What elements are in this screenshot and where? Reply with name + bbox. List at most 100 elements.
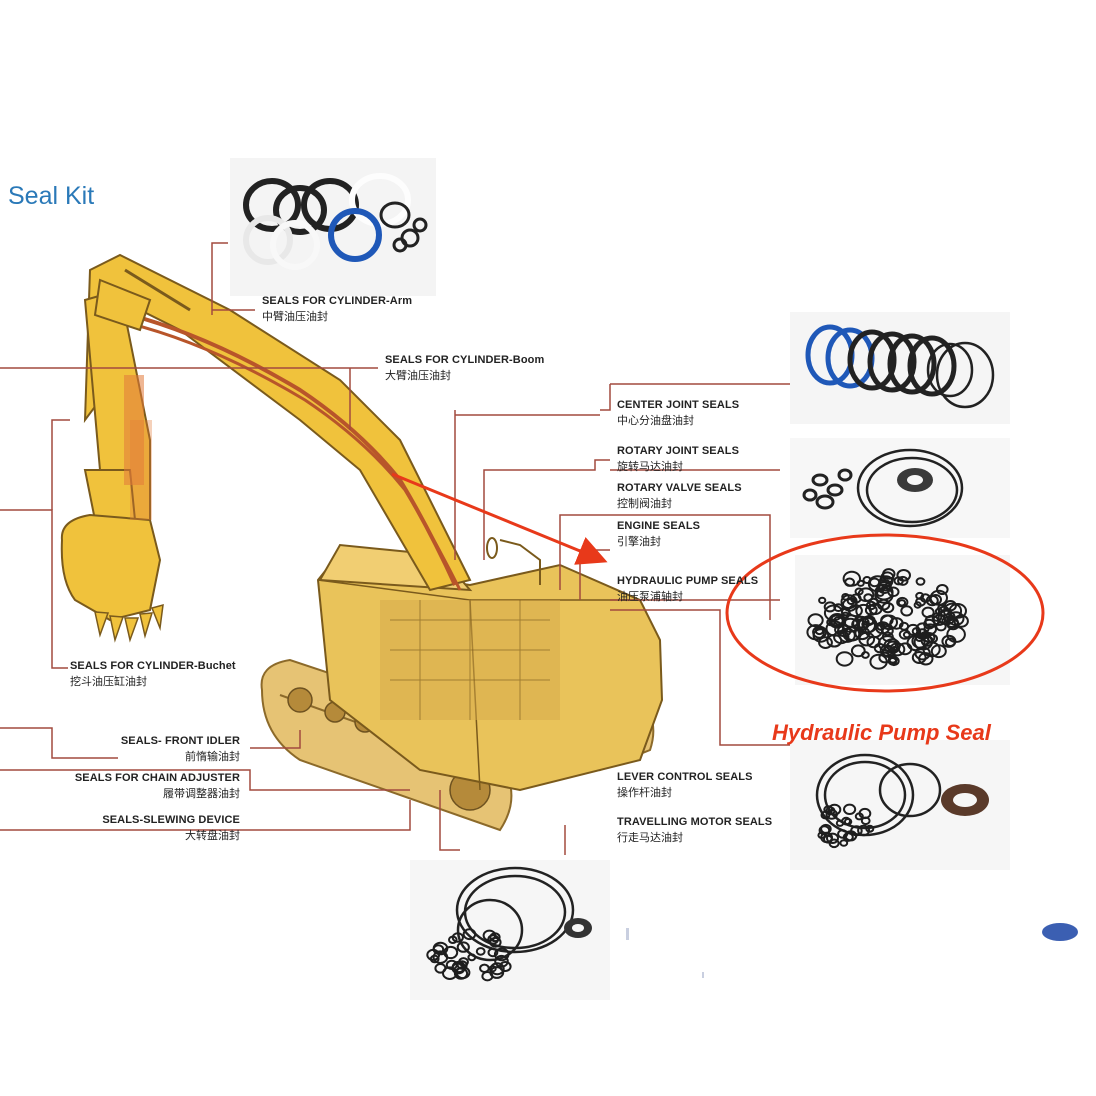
o-ring (455, 966, 471, 980)
o-ring (893, 576, 904, 586)
excavator-illustration (60, 253, 664, 832)
o-ring (936, 584, 949, 595)
o-ring (876, 589, 885, 597)
o-ring (432, 941, 449, 956)
photo-travelling-motor-seals (410, 860, 610, 1000)
o-ring (850, 644, 866, 658)
o-ring (857, 587, 875, 603)
o-ring (946, 618, 960, 631)
o-ring (829, 614, 845, 627)
photo-rotary-joint-seals (790, 438, 1010, 538)
o-ring (881, 602, 895, 614)
o-ring (856, 579, 865, 587)
o-ring (915, 577, 926, 586)
o-ring (842, 598, 858, 612)
photo-lever-control-seals (790, 740, 1010, 870)
o-ring (814, 626, 825, 636)
o-ring (935, 621, 947, 632)
o-ring (855, 603, 872, 619)
o-ring (882, 568, 896, 580)
o-ring (839, 839, 849, 847)
o-ring (861, 651, 870, 659)
o-ring (426, 948, 441, 961)
o-ring (877, 579, 892, 592)
o-ring (489, 932, 501, 943)
o-ring (818, 596, 827, 605)
highlight-circle (725, 533, 1045, 693)
o-ring (918, 652, 934, 666)
o-ring (924, 614, 940, 628)
o-ring (842, 832, 854, 842)
o-ring (953, 614, 969, 628)
o-ring (927, 633, 938, 644)
o-ring (841, 617, 859, 633)
photo-arm-seals (230, 158, 436, 296)
o-ring (877, 635, 898, 652)
o-ring (843, 818, 853, 826)
o-ring (448, 935, 458, 944)
o-ring (897, 575, 909, 586)
o-ring (878, 651, 892, 664)
o-ring (838, 627, 856, 643)
o-ring (857, 824, 871, 837)
o-ring (942, 602, 963, 620)
o-ring (932, 614, 947, 626)
page-title: Seal Kit (8, 182, 95, 210)
o-ring (445, 959, 458, 971)
o-ring (835, 819, 845, 827)
o-ring (862, 576, 872, 584)
o-ring (456, 941, 470, 953)
o-ring (818, 636, 833, 649)
o-ring (494, 954, 509, 968)
o-ring (807, 613, 824, 628)
o-ring (467, 953, 477, 962)
o-ring (881, 625, 894, 637)
o-ring (929, 589, 948, 606)
o-ring (896, 596, 909, 608)
o-ring (812, 628, 830, 643)
brand-mark-icon (626, 923, 1078, 978)
o-ring (499, 961, 512, 972)
o-ring (900, 605, 914, 617)
o-ring (826, 832, 839, 844)
o-ring (823, 601, 837, 613)
o-ring (462, 928, 477, 941)
o-ring (487, 947, 499, 958)
o-ring (487, 934, 500, 945)
o-ring (475, 947, 486, 956)
o-ring (827, 803, 842, 816)
o-ring (843, 803, 857, 815)
o-ring (842, 570, 861, 587)
o-ring (915, 597, 927, 607)
o-ring (429, 954, 440, 964)
o-ring (880, 614, 894, 627)
o-ring (944, 637, 956, 648)
o-ring (835, 651, 854, 667)
photo-hydraulic-pump-seals (795, 555, 1010, 685)
o-ring (898, 629, 911, 640)
o-ring (858, 631, 876, 647)
o-ring (479, 963, 490, 973)
highlight-arrow (391, 472, 608, 565)
o-ring (493, 947, 510, 962)
o-ring (911, 651, 927, 664)
hydraulic-pump-callout: Hydraulic Pump Seal (772, 720, 991, 745)
o-ring (820, 810, 831, 820)
photo-center-joint-seals (790, 312, 1010, 424)
o-ring (489, 962, 505, 976)
o-ring (854, 812, 864, 821)
